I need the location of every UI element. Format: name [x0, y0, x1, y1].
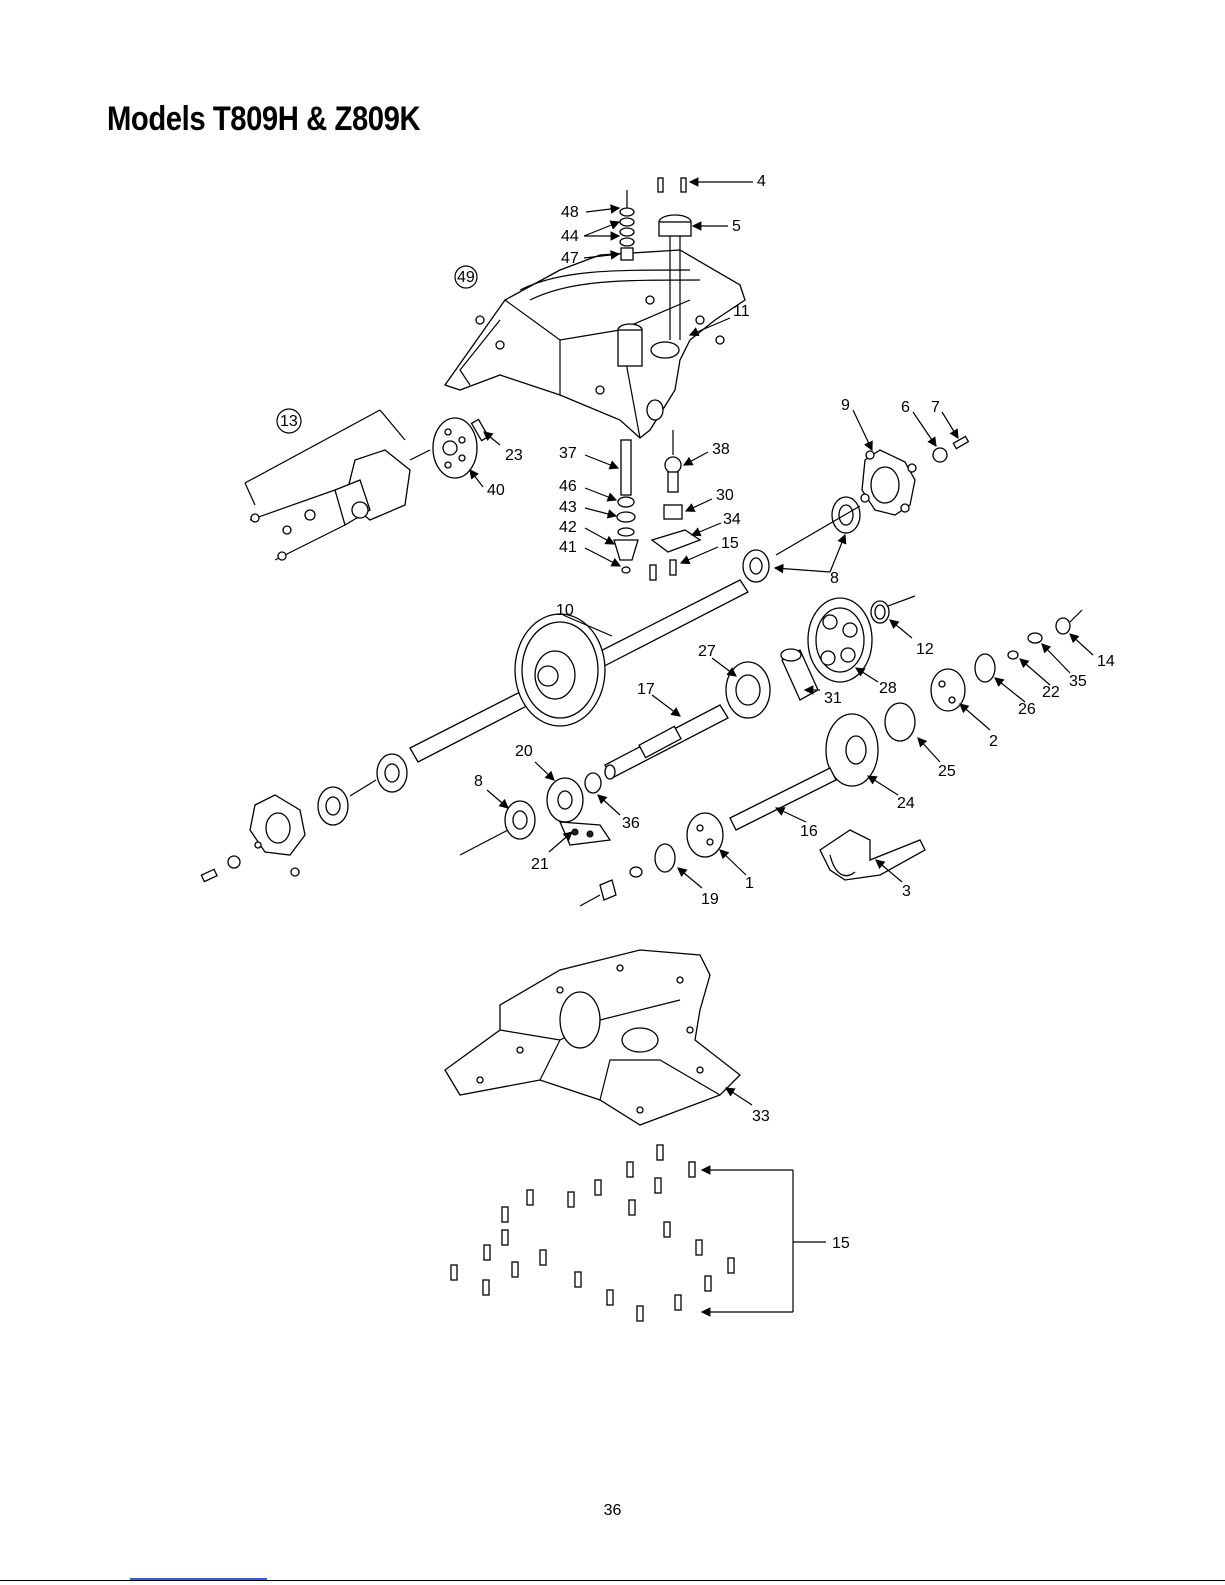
gear-part-26	[975, 654, 995, 682]
bushing-part-14	[1056, 610, 1082, 634]
shaft-stack-part-37	[614, 440, 638, 573]
callout-8a: 8	[830, 570, 839, 587]
callout-16: 16	[800, 823, 818, 840]
gear-part-27	[726, 662, 770, 718]
callout-20: 20	[515, 743, 533, 760]
callout-34: 34	[723, 511, 741, 528]
callout-2: 2	[989, 733, 998, 750]
callout-9: 9	[841, 397, 850, 414]
callout-47: 47	[561, 250, 579, 267]
callout-28: 28	[879, 680, 897, 697]
washer-part-35	[1028, 633, 1042, 643]
callout-17: 17	[637, 681, 655, 698]
wheel-hub-part-9	[861, 436, 968, 515]
shift-fork-part-3	[820, 830, 925, 880]
callout-46: 46	[559, 478, 577, 495]
callout-19: 19	[701, 891, 719, 908]
lower-housing-part-33	[445, 950, 740, 1125]
callout-13: 13	[280, 413, 298, 430]
brake-assembly-part-13	[245, 410, 410, 560]
callout-23: 23	[505, 447, 523, 464]
gear-part-25	[885, 703, 915, 741]
callout-25: 25	[938, 763, 956, 780]
callout-22: 22	[1042, 684, 1060, 701]
callout-44: 44	[561, 228, 579, 245]
upper-housing-part-11	[445, 250, 745, 438]
gear-part-28	[808, 598, 872, 682]
page-number: 36	[0, 1502, 1225, 1520]
callout-21: 21	[531, 856, 549, 873]
callout-3: 3	[902, 883, 911, 900]
callout-11: 11	[733, 303, 750, 320]
wheel-hub-left	[201, 795, 305, 882]
callout-15a: 15	[721, 535, 739, 552]
callout-7: 7	[931, 399, 940, 416]
gear-part-19	[580, 844, 675, 906]
ring-part-22	[1008, 651, 1018, 659]
callout-1: 1	[745, 875, 754, 892]
callout-41: 41	[559, 539, 577, 556]
callout-15b: 15	[832, 1235, 850, 1252]
callout-6: 6	[901, 399, 910, 416]
footer-divider	[0, 1580, 1225, 1581]
callout-42: 42	[559, 519, 577, 536]
shaft-part-17	[605, 705, 728, 779]
chain-part-21	[560, 822, 610, 845]
bolt-set-part-15	[451, 1145, 734, 1321]
callout-10: 10	[556, 602, 574, 619]
sprocket-part-20	[547, 778, 583, 822]
callout-8b: 8	[474, 773, 483, 790]
callout-30: 30	[716, 487, 734, 504]
callout-40: 40	[487, 482, 505, 499]
callout-24: 24	[897, 795, 915, 812]
callout-36: 36	[622, 815, 640, 832]
callout-43: 43	[559, 499, 577, 516]
washer-stack-parts-48-44-47	[620, 190, 634, 260]
washer-part-36	[585, 773, 601, 793]
shaft-part-16	[730, 768, 836, 830]
bushing-part-12	[871, 596, 915, 623]
callout-26: 26	[1018, 701, 1036, 718]
axle-part-10	[410, 580, 748, 762]
callout-38: 38	[712, 441, 730, 458]
carrier-part-1	[687, 813, 723, 857]
callout-5: 5	[732, 218, 741, 235]
callout-14: 14	[1097, 653, 1115, 670]
brake-disc-part-40	[410, 418, 488, 478]
callout-27: 27	[698, 643, 716, 660]
bearing-part-8-upper	[743, 497, 860, 582]
bearing-part-8-lower	[460, 801, 535, 855]
callout-4: 4	[757, 173, 766, 190]
callout-35: 35	[1069, 673, 1087, 690]
callout-48: 48	[561, 204, 579, 221]
axle-bearings-left	[318, 754, 407, 825]
callout-37: 37	[559, 445, 577, 462]
callout-31: 31	[824, 690, 842, 707]
callout-33: 33	[752, 1108, 770, 1125]
callout-12: 12	[916, 641, 934, 658]
callout-49: 49	[457, 269, 475, 286]
